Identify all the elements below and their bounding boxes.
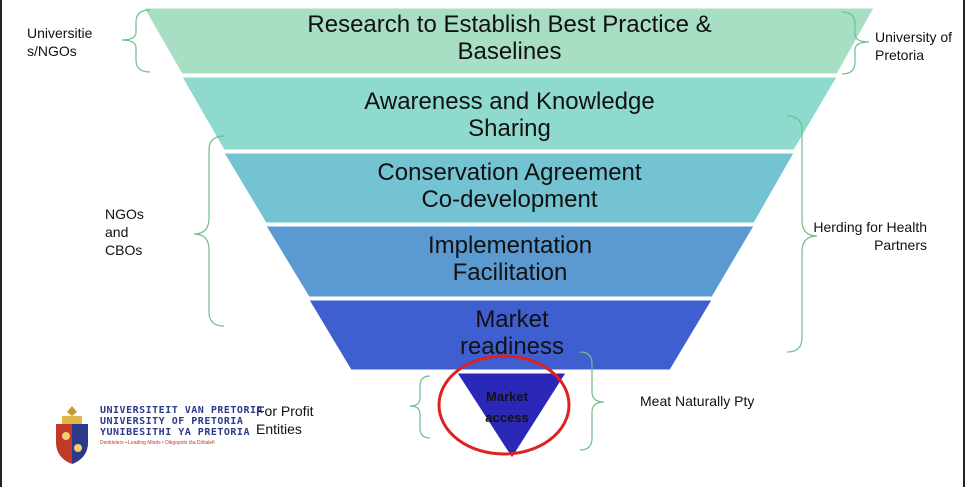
level-implementation: Implementation Facilitation	[310, 232, 710, 287]
label-university-pretoria: University of Pretoria	[875, 29, 953, 64]
label-for-profit: For Profit Entities	[256, 403, 314, 438]
level-research-line1: Research to Establish Best Practice &	[307, 11, 712, 38]
level-market-readiness-band	[308, 299, 713, 371]
market-access-highlight-circle	[437, 354, 571, 456]
level-market-access-line1: Market	[486, 389, 528, 404]
level-implementation-line1: Implementation	[427, 232, 593, 259]
bracket-for-profit	[409, 375, 431, 439]
level-market-access-line2: access	[485, 410, 529, 426]
label-meat-naturally: Meat Naturally Pty	[640, 393, 755, 409]
bracket-universities	[121, 9, 151, 73]
level-market-readiness: Market readiness	[382, 306, 642, 361]
label-herding-for-health: Herding for Health Partners	[813, 219, 927, 254]
level-market-readiness-line2: readiness	[459, 332, 565, 360]
level-conservation: Conservation Agreement Co-development	[267, 159, 752, 214]
level-implementation-line2: Facilitation	[452, 258, 568, 286]
level-research: Research to Establish Best Practice & Ba…	[202, 11, 817, 66]
level-conservation-band	[223, 152, 795, 224]
bracket-meat-naturally	[579, 351, 605, 451]
logo-tagline: Denkleiers • Leading Minds • Dikgopolo t…	[100, 440, 215, 446]
label-universities-ngos: Universitie s/NGOs	[27, 25, 93, 60]
bracket-herding	[786, 115, 818, 353]
level-conservation-line1: Conservation Agreement	[377, 159, 642, 186]
level-awareness-line2: Sharing	[468, 114, 551, 142]
level-implementation-band	[265, 225, 755, 298]
bracket-ngos-cbos	[193, 135, 225, 327]
bracket-pretoria	[841, 11, 870, 75]
level-conservation-line2: Co-development	[421, 185, 598, 213]
level-market-access-band	[456, 372, 567, 459]
level-market-access: Market access	[462, 386, 552, 429]
level-awareness-band	[181, 76, 838, 151]
label-ngos-cbos: NGOs and CBOs	[105, 206, 144, 259]
level-research-band	[143, 7, 875, 75]
level-awareness: Awareness and Knowledge Sharing	[247, 88, 772, 143]
level-awareness-line1: Awareness and Knowledge	[364, 88, 655, 115]
level-research-line2: Baselines	[457, 37, 562, 65]
university-of-pretoria-logo: UNIVERSITEIT VAN PRETORIA UNIVERSITY OF …	[46, 402, 263, 470]
crest-icon	[56, 406, 88, 464]
level-market-readiness-line1: Market	[475, 306, 549, 333]
logo-wordmark: UNIVERSITEIT VAN PRETORIA UNIVERSITY OF …	[100, 405, 264, 438]
